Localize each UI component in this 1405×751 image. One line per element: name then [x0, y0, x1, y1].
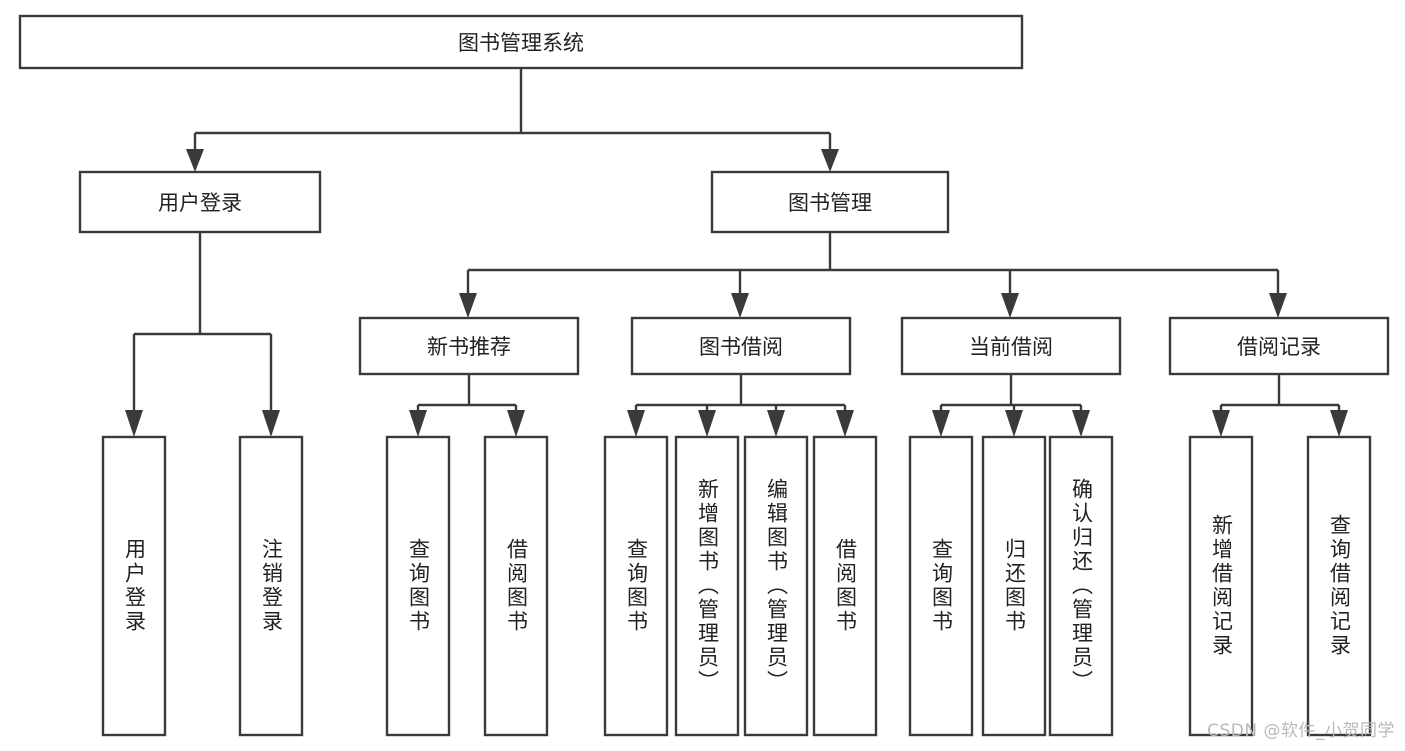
node-leaf-borrow-book-rec[interactable]	[483, 435, 549, 737]
node-book-borrow[interactable]	[630, 316, 852, 376]
arrow-head-leaf-query-record	[1330, 410, 1348, 437]
arrow-head-leaf-borrow-book-rec	[507, 410, 525, 437]
node-leaf-query-record[interactable]	[1306, 435, 1372, 737]
arrow-head-book-borrow	[731, 293, 749, 318]
arrow-head-current-borrow	[1001, 293, 1019, 318]
node-borrow-record[interactable]	[1168, 316, 1390, 376]
arrow-head-leaf-confirm-return	[1072, 410, 1090, 437]
arrow-head-leaf-query-book-rec	[409, 410, 427, 437]
node-book-manage[interactable]	[710, 170, 950, 234]
arrow-head-leaf-borrow-book-bor	[836, 410, 854, 437]
node-leaf-return-book[interactable]	[981, 435, 1047, 737]
arrow-head-leaf-user-logout	[262, 410, 280, 437]
node-leaf-query-book-bor[interactable]	[603, 435, 669, 737]
arrow-head-borrow-record	[1269, 293, 1287, 318]
watermark-text: CSDN @软件_小贺同学	[1207, 721, 1395, 741]
node-leaf-query-book-rec[interactable]	[385, 435, 451, 737]
node-leaf-confirm-return[interactable]	[1048, 435, 1114, 737]
node-box-group	[18, 14, 1390, 737]
arrow-head-leaf-query-book-bor	[627, 410, 645, 437]
node-leaf-borrow-book-bor[interactable]	[812, 435, 878, 737]
node-leaf-edit-book[interactable]	[743, 435, 809, 737]
node-leaf-query-book-cur[interactable]	[908, 435, 974, 737]
arrow-head-leaf-add-record	[1212, 410, 1230, 437]
node-leaf-add-book[interactable]	[674, 435, 740, 737]
node-leaf-user-logout[interactable]	[238, 435, 304, 737]
node-user-login[interactable]	[78, 170, 322, 234]
arrow-head-book-manage	[821, 149, 839, 172]
arrow-head-leaf-add-book	[698, 410, 716, 437]
node-root[interactable]	[18, 14, 1024, 70]
node-current-borrow[interactable]	[900, 316, 1122, 376]
arrow-head-leaf-user-login	[125, 410, 143, 437]
node-leaf-add-record[interactable]	[1188, 435, 1254, 737]
arrow-head-leaf-return-book	[1005, 410, 1023, 437]
connector-group	[125, 68, 1348, 437]
node-leaf-user-login[interactable]	[101, 435, 167, 737]
node-new-book-recommend[interactable]	[358, 316, 580, 376]
arrow-head-user-login	[186, 149, 204, 172]
arrow-head-new-book-recommend	[459, 293, 477, 318]
arrow-head-leaf-query-book-cur	[932, 410, 950, 437]
arrow-head-leaf-edit-book	[767, 410, 785, 437]
